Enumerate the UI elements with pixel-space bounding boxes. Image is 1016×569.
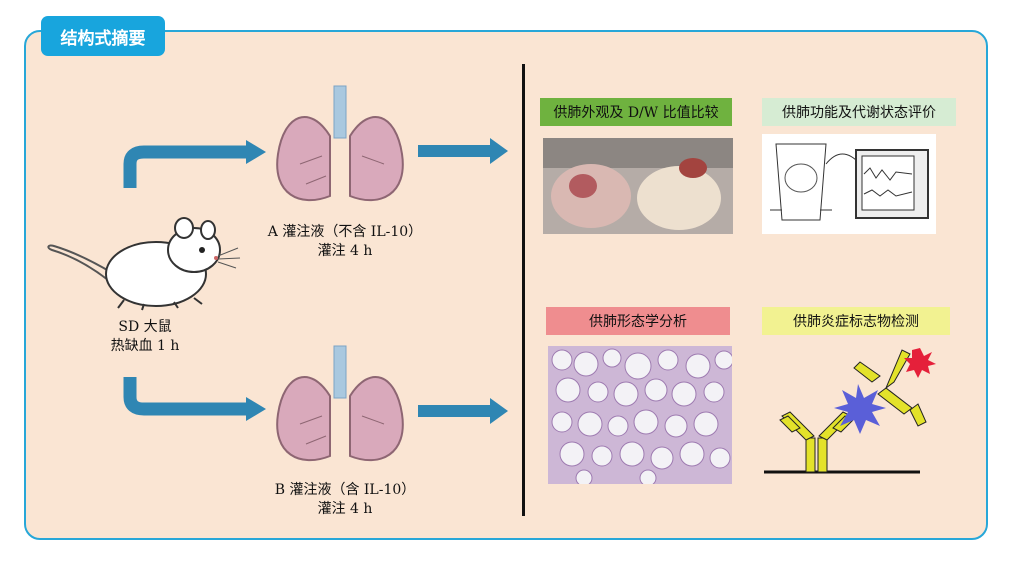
- straight-arrow-b: [418, 398, 508, 424]
- curved-arrow-a: [123, 140, 266, 188]
- histology-image: [548, 346, 732, 484]
- outcome-label-appearance: 供肺外观及 D/W 比值比较: [540, 98, 732, 126]
- lung-photo: [543, 138, 733, 234]
- ventilator-apparatus: [762, 134, 936, 234]
- rat-illustration: [44, 212, 244, 312]
- branch-b-line1: B 灌注液（含 IL-10）: [274, 482, 416, 498]
- rat-label-line2: 热缺血 1 h: [110, 338, 180, 354]
- curved-arrow-b: [123, 377, 266, 421]
- divider-line: [522, 64, 525, 516]
- lung-illustration-a: [270, 84, 410, 214]
- lung-illustration-b: [270, 344, 410, 474]
- outcome-label-inflammation: 供肺炎症标志物检测: [762, 307, 950, 335]
- branch-b-line2: 灌注 4 h: [317, 501, 373, 517]
- rat-label-line1: SD 大鼠: [118, 319, 172, 335]
- abstract-title: 结构式摘要: [41, 16, 165, 56]
- outcome-label-morphology: 供肺形态学分析: [546, 307, 730, 335]
- antibody-schematic: [760, 346, 940, 478]
- outcome-label-function: 供肺功能及代谢状态评价: [762, 98, 956, 126]
- branch-a-line2: 灌注 4 h: [317, 243, 373, 259]
- branch-a-line1: A 灌注液（不含 IL-10）: [267, 224, 423, 240]
- straight-arrow-a: [418, 138, 508, 164]
